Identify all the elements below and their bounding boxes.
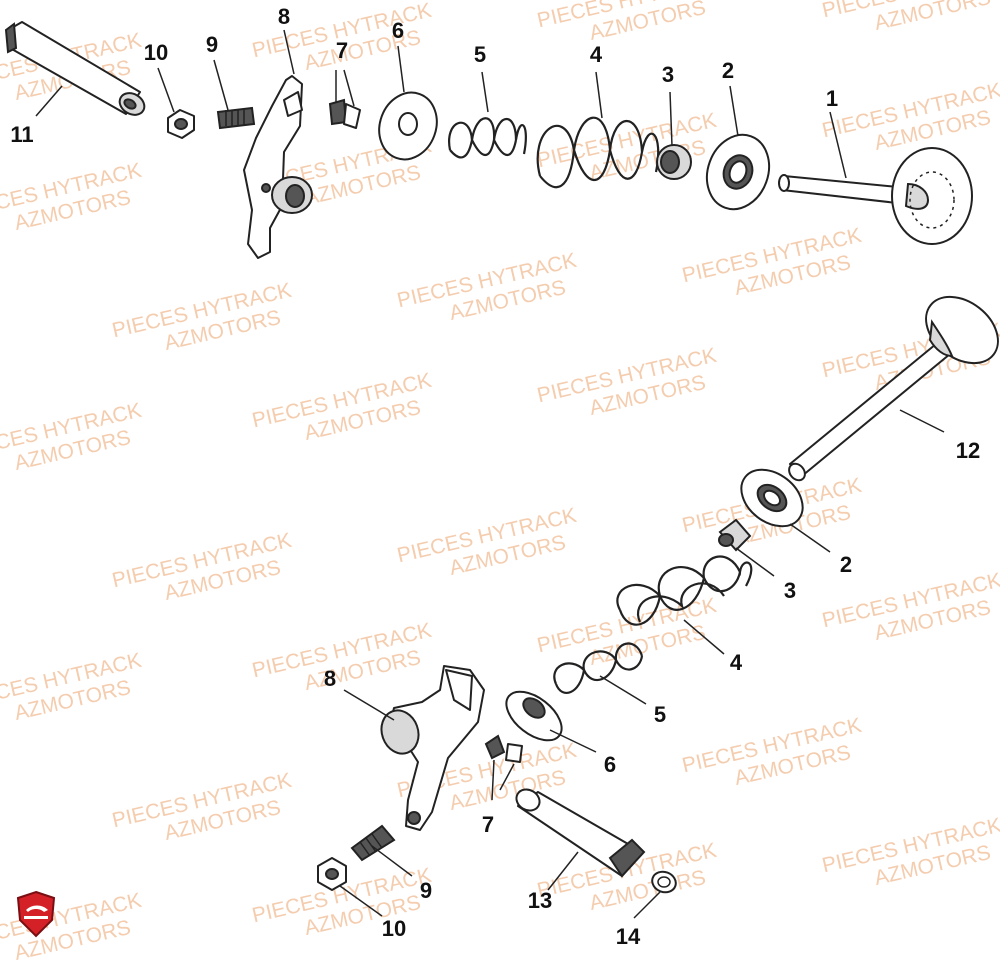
callout-5-upper: 5: [474, 42, 486, 67]
part-11-rocker-shaft: [4, 21, 146, 116]
leader-7b: [491, 759, 515, 801]
callout-3-lower: 3: [784, 578, 796, 603]
callout-8-upper: 8: [278, 4, 290, 29]
callout-7-upper: 7: [336, 38, 348, 63]
part-6-spring-retainer-lower: [505, 690, 563, 742]
leader-2b: [789, 523, 831, 553]
leader-10b: [339, 885, 383, 917]
callout-2-lower: 2: [840, 552, 852, 577]
leader-3a: [669, 91, 673, 147]
part-2-spring-seat-upper: [705, 133, 771, 211]
callout-9-lower: 9: [420, 878, 432, 903]
leader-4b: [683, 619, 725, 655]
callout-7-lower: 7: [482, 812, 494, 837]
part-10-nut-lower: [317, 857, 347, 891]
part-14-o-ring: [651, 870, 677, 894]
part-1-intake-valve: [778, 147, 973, 245]
part-2-spring-seat-lower: [740, 468, 804, 528]
part-9-adjust-screw-upper: [216, 106, 256, 130]
leader-4a: [595, 71, 603, 119]
part-12-exhaust-valve: [788, 295, 999, 482]
callout-6-lower: 6: [604, 752, 616, 777]
callout-9-upper: 9: [206, 32, 218, 57]
callout-1: 1: [826, 86, 838, 111]
part-5-inner-spring-upper: [448, 117, 527, 159]
leader-3b: [735, 547, 775, 577]
callout-6-upper: 6: [392, 18, 404, 43]
leader-8a: [283, 29, 295, 75]
part-8-rocker-arm-upper: [243, 75, 313, 259]
part-4-outer-spring-lower: [616, 555, 753, 626]
part-7-valve-keepers-upper: [328, 98, 361, 129]
part-9-adjust-screw-lower: [350, 824, 396, 862]
callout-12: 12: [956, 438, 980, 463]
part-13-rocker-shaft-lower: [515, 788, 646, 878]
leader-6a: [397, 45, 405, 93]
part-4-outer-spring-upper: [536, 116, 660, 189]
azmotors-logo: [16, 890, 56, 938]
leader-9b: [371, 845, 413, 877]
callout-10-upper: 10: [144, 40, 168, 65]
leader-5b: [599, 675, 647, 705]
parts-drawing: 1 2 3 4 5 6 7 8 9 10 11 12 2 3 4 5 6 7 8…: [4, 4, 999, 949]
leader-8b: [343, 689, 395, 721]
part-8-rocker-arm-lower: [380, 665, 485, 831]
part-6-spring-retainer-upper: [378, 91, 438, 161]
callout-4-lower: 4: [730, 650, 743, 675]
leader-10a: [157, 67, 175, 113]
leader-1: [829, 111, 847, 179]
part-10-nut-upper: [167, 109, 195, 139]
leader-5a: [481, 71, 489, 113]
leader-6b: [549, 729, 597, 753]
callout-11: 11: [10, 122, 33, 147]
leader-11: [35, 85, 63, 117]
callout-4-upper: 4: [590, 42, 603, 67]
callout-2-upper: 2: [722, 58, 734, 83]
leader-14: [633, 891, 661, 919]
callout-10-lower: 10: [382, 916, 406, 941]
leader-2a: [729, 85, 739, 137]
leader-13: [547, 851, 579, 891]
part-3-valve-seal-lower: [718, 518, 752, 552]
callout-5-lower: 5: [654, 702, 666, 727]
part-7-valve-keepers-lower: [484, 734, 523, 763]
callout-13: 13: [528, 888, 552, 913]
part-3-valve-seal-upper: [656, 144, 692, 180]
callout-8-lower: 8: [324, 666, 336, 691]
leader-12: [899, 409, 945, 433]
part-5-inner-spring-lower: [553, 642, 644, 695]
leader-7a: [335, 69, 355, 107]
leader-9a: [213, 59, 229, 111]
callout-3-upper: 3: [662, 62, 674, 87]
callout-14: 14: [616, 924, 641, 949]
